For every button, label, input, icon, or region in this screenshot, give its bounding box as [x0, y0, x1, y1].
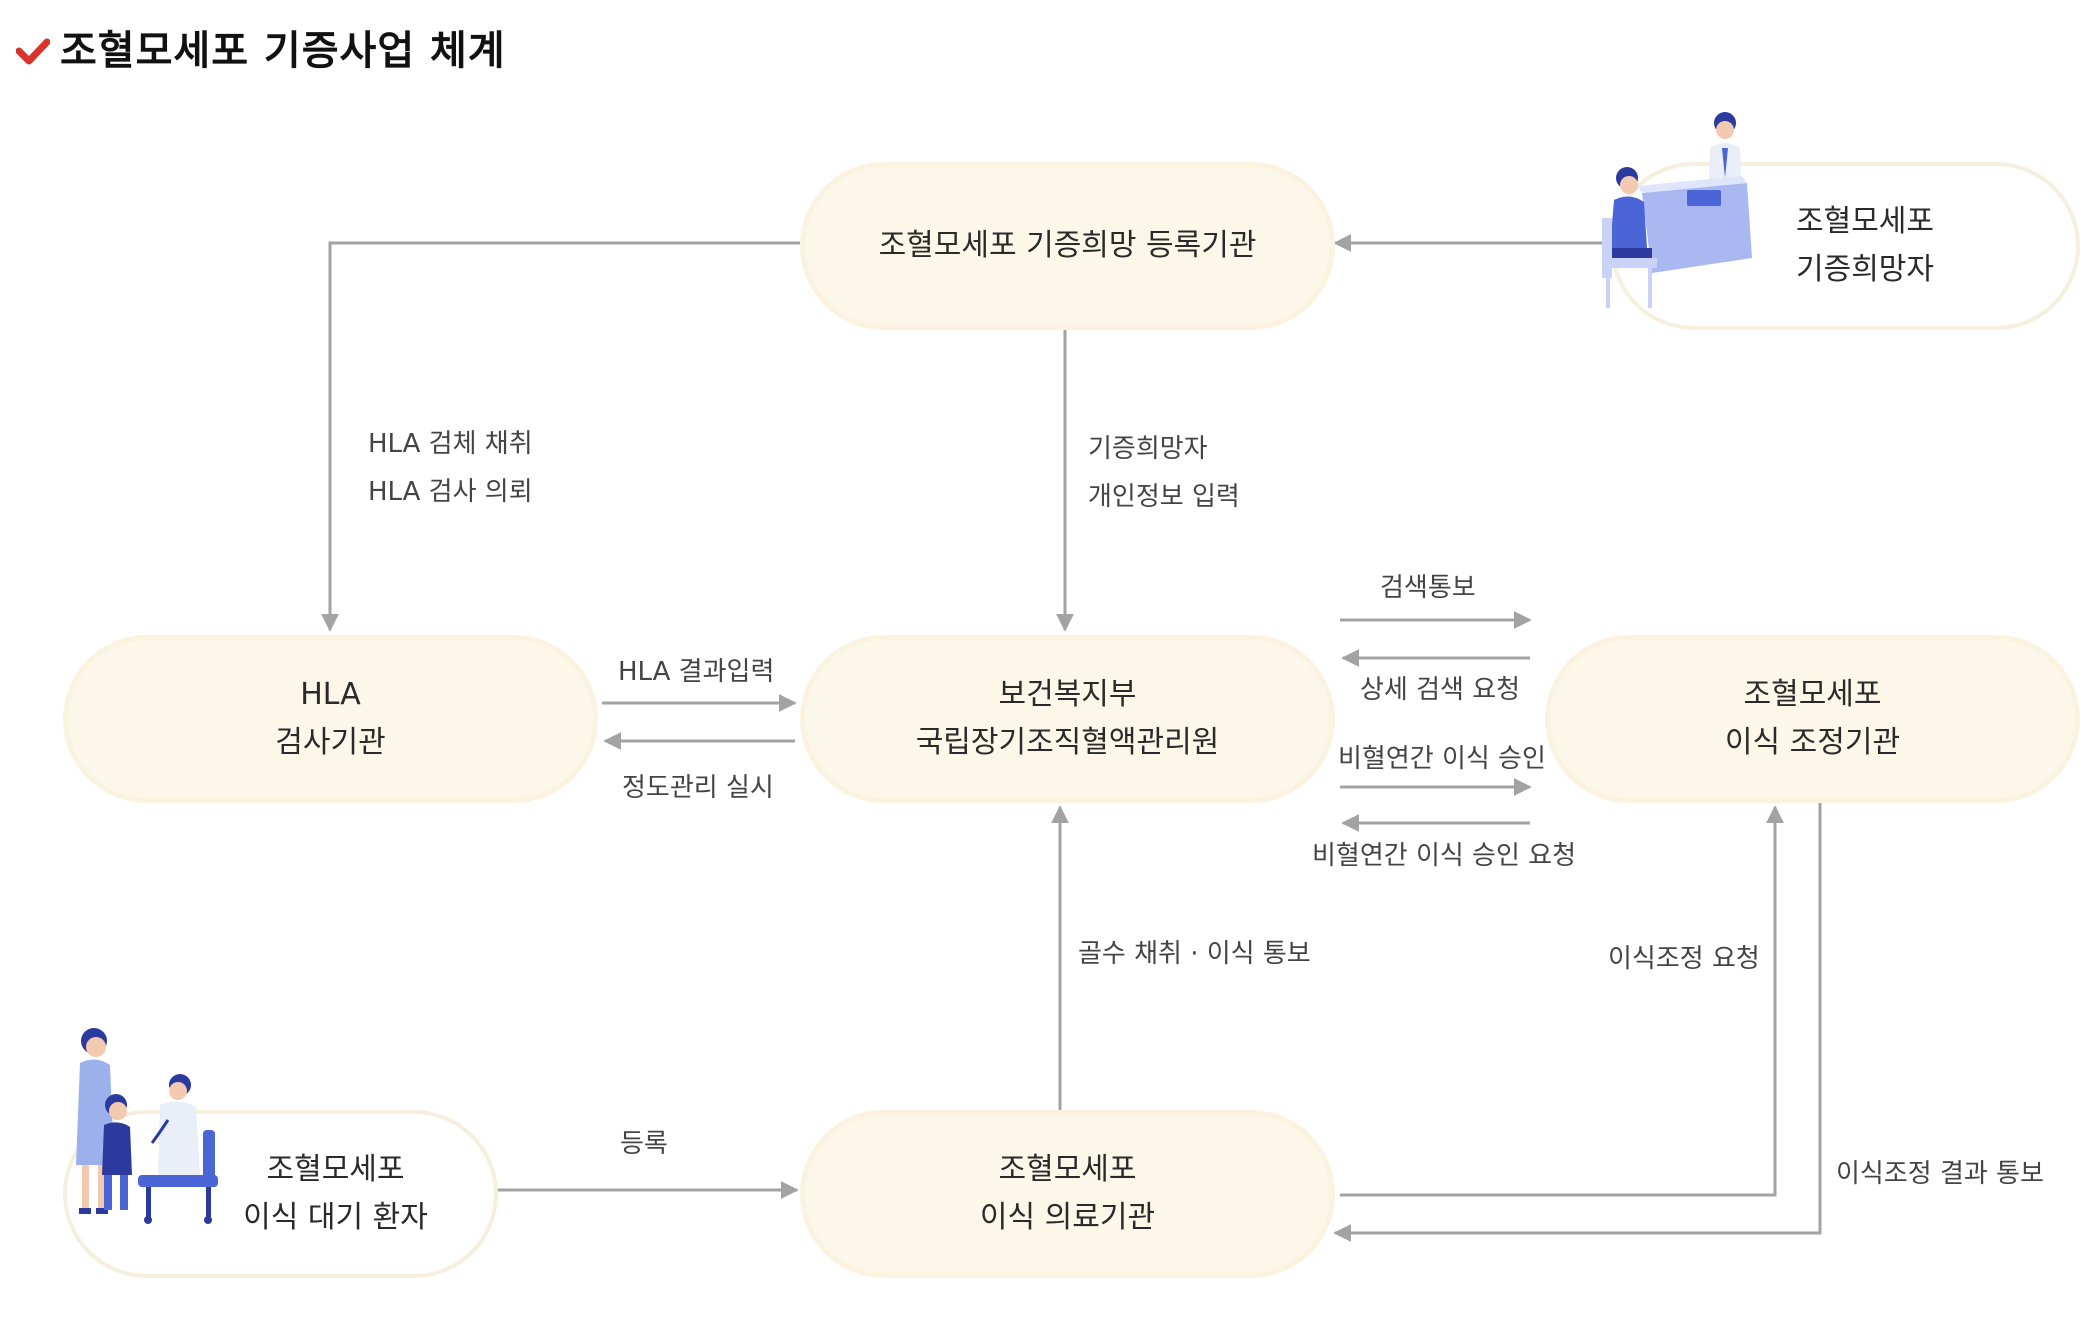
- edge-registry-to-hla: [321, 241, 800, 632]
- node-label: 조혈모세포: [1743, 677, 1882, 712]
- edge-label-unrelated-request: 비혈연간 이식 승인 요청: [1312, 841, 1576, 871]
- check-icon: [16, 38, 50, 65]
- node-transplant-hospital: 조혈모세포 이식 의료기관: [800, 1110, 1335, 1278]
- edge-coordination-result: [1333, 803, 1822, 1242]
- edge-label-unrelated-approval: 비혈연간 이식 승인: [1338, 744, 1546, 774]
- edge-coordination-request: [1340, 805, 1784, 1197]
- edge-label-search-notice: 검색통보: [1380, 573, 1476, 603]
- edge-label-personal-info: 기증희망자 개인정보 입력: [1088, 425, 1240, 521]
- node-label: 이식 의료기관: [979, 1200, 1156, 1235]
- node-label: 조혈모세포: [1796, 204, 1934, 239]
- edge-label-marrow-collection: 골수 채취 · 이식 통보: [1078, 939, 1311, 969]
- node-coordination: 조혈모세포 이식 조정기관: [1545, 635, 2080, 803]
- node-hla-lab: HLA 검사기관: [63, 635, 598, 803]
- edge-label-registration: 등록: [620, 1129, 668, 1159]
- edge-label-line: 기증희망자: [1088, 434, 1208, 464]
- edge-label-hla-sampling: HLA 검체 채취 HLA 검사 의뢰: [368, 420, 533, 516]
- page-title: 조혈모세포 기증사업 체계: [60, 28, 506, 74]
- edge-label-hla-result: HLA 결과입력: [618, 657, 775, 687]
- node-label: 국립장기조직혈액관리원: [915, 725, 1220, 760]
- node-registry: 조혈모세포 기증희망 등록기관: [800, 162, 1335, 330]
- node-label: HLA: [300, 677, 361, 712]
- doctor-consultation-icon: [1602, 112, 1752, 308]
- node-patient: 조혈모세포 이식 대기 환자: [63, 1110, 498, 1278]
- node-label: 기증희망자: [1796, 252, 1934, 287]
- node-label: 조혈모세포: [266, 1152, 405, 1187]
- edge-label-line: HLA 검체 채취: [368, 429, 533, 459]
- node-label: 조혈모세포 기증희망 등록기관: [878, 228, 1257, 263]
- edge-label-detail-search: 상세 검색 요청: [1360, 675, 1521, 705]
- node-label: 보건복지부: [998, 677, 1137, 712]
- edge-label-quality-control: 정도관리 실시: [622, 773, 774, 803]
- edge-label-line: 개인정보 입력: [1088, 482, 1240, 512]
- edge-label-coordination-request: 이식조정 요청: [1608, 944, 1760, 974]
- node-national-agency: 보건복지부 국립장기조직혈액관리원: [800, 635, 1335, 803]
- node-label: 검사기관: [275, 725, 386, 760]
- edge-label-line: HLA 검사 의뢰: [368, 477, 533, 507]
- edge-label-coordination-result: 이식조정 결과 통보: [1836, 1159, 2044, 1189]
- family-patient-icon: [76, 1028, 218, 1224]
- node-label: 이식 대기 환자: [243, 1200, 428, 1235]
- node-label: 이식 조정기관: [1724, 725, 1901, 760]
- node-label: 조혈모세포: [998, 1152, 1137, 1187]
